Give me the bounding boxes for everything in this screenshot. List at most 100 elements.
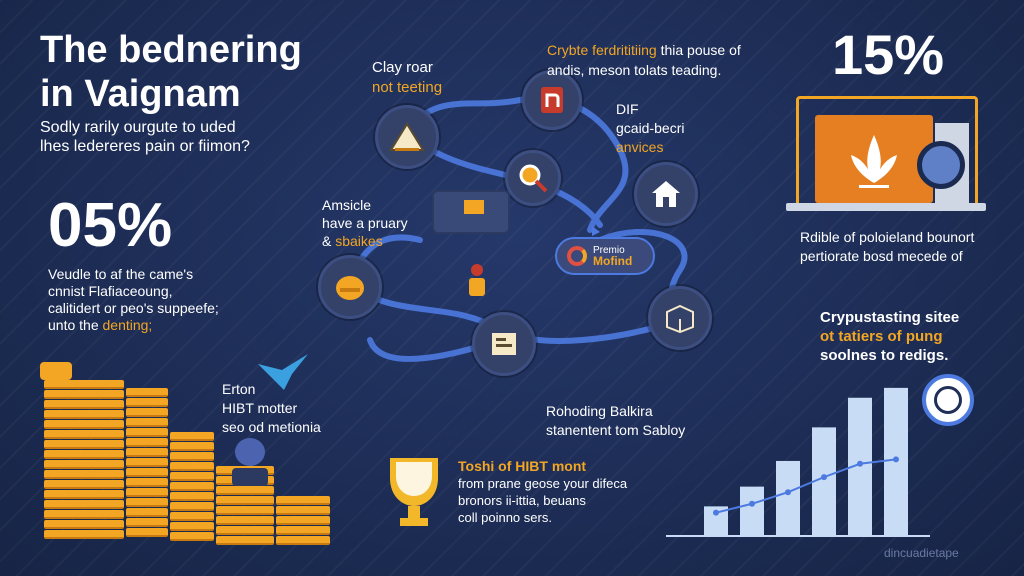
top-center-label: Crybte ferdrititiing thia pouse of andis…: [547, 40, 741, 80]
right-mid-line-1: Crypustasting sitee: [820, 309, 960, 326]
laptop-screen: [815, 115, 933, 203]
coin-layer: [44, 470, 124, 479]
coin-layer: [44, 390, 124, 399]
rohoding-line-1: Rohoding Balkira: [546, 403, 653, 419]
house-icon: [652, 181, 680, 207]
right-mid-label: Crypustasting sitee ot tatiers of pung s…: [820, 308, 959, 365]
amsicle-label: Amsicle have a pruary & sbaikes: [322, 196, 408, 250]
title-line-1: The bednering: [40, 29, 302, 71]
chart-point-5: [857, 460, 863, 467]
subtitle-line-1: Sodly rarily ourgute to uded: [40, 119, 236, 136]
coin-layer: [126, 528, 168, 537]
leaf-icon: [851, 135, 897, 188]
laptop-caption: Rdible of poloieland bounort pertiorate …: [800, 228, 974, 266]
chart-bar-3: [776, 460, 800, 536]
coin-layer: [126, 488, 168, 497]
node-warning: [375, 105, 439, 169]
chart-point-1: [713, 509, 719, 516]
bird-icon: [258, 354, 308, 390]
stat-left-description: Veudle to af the came's cnnist Flafiaceo…: [48, 266, 219, 334]
coin-layer: [126, 468, 168, 477]
trophy-line-1: Toshi of HIBT mont: [458, 458, 587, 474]
coin-layer: [276, 526, 330, 535]
coin-layer: [170, 522, 214, 531]
top-left-label: Clay roar not teeting: [372, 58, 442, 98]
coin-layer: [170, 492, 214, 501]
coin-layer: [170, 432, 214, 441]
warning-triangle-icon: [389, 122, 425, 151]
coin-layer: [170, 532, 214, 541]
chart-bar-4: [812, 427, 836, 536]
erton-line-2: HIBT motter: [222, 400, 298, 416]
chart-trend-line: [715, 458, 897, 514]
coin-layer: [44, 430, 124, 439]
trophy-line-4: coll poinno sers.: [458, 510, 552, 525]
node-app: [522, 70, 582, 130]
coin-layer: [170, 482, 214, 491]
coin-layer: [44, 480, 124, 489]
amsicle-line-3-rest: &: [322, 233, 336, 249]
coin-stack-2: [126, 388, 168, 538]
erton-label: Erton HIBT motter seo od metionia: [222, 380, 321, 437]
coin-layer: [126, 408, 168, 417]
node-document: [472, 312, 536, 376]
dif-label: DIF gcaid-becri anvices: [616, 100, 684, 157]
machine-window: [464, 200, 484, 214]
subtitle-line-2: lhes ledereres pain or fiimon?: [40, 138, 250, 155]
coin-layer: [44, 440, 124, 449]
coin-layer: [44, 520, 124, 529]
right-mid-line-3: soolnes to redigs.: [820, 347, 949, 364]
laptop-illustration: [796, 96, 978, 208]
coin-layer: [44, 400, 124, 409]
right-mid-line-2: ot tatiers of pung: [820, 328, 943, 345]
amsicle-line-3-orange: sbaikes: [335, 233, 383, 249]
robot-figure-icon: [468, 264, 486, 298]
globe-icon: [922, 374, 974, 426]
stat-left-line-4-text: unto the: [48, 317, 99, 333]
coin-layer: [126, 398, 168, 407]
coin-layer: [216, 536, 274, 545]
watermark: dincuadietape: [884, 546, 959, 560]
robot-icon: [230, 438, 270, 488]
coin-stack-1: [44, 380, 124, 540]
magnifier-icon: [519, 164, 548, 193]
coin-layer: [126, 438, 168, 447]
stat-left-value: 05%: [48, 191, 173, 260]
rohoding-label: Rohoding Balkira stanentent tom Sabloy: [546, 402, 685, 440]
coin-layer: [44, 380, 124, 389]
stat-left-line-4: unto the denting;: [48, 317, 219, 334]
arrowhead: [592, 226, 600, 236]
document-icon: [492, 333, 516, 355]
trophy-icon: [390, 458, 438, 526]
erton-line-3: seo od metionia: [222, 419, 321, 435]
magnifier-glass-icon: [917, 141, 965, 189]
stat-left-line-3: calitidert or peo's suppeefe;: [48, 300, 219, 316]
top-left-label-line-2: not teeting: [372, 79, 443, 96]
coin-layer: [216, 526, 274, 535]
chart-point-2: [749, 500, 755, 507]
coin-layer: [126, 498, 168, 507]
node-house: [634, 162, 698, 226]
chrome-like-icon: [567, 246, 587, 266]
laptop-caption-line-1: Rdible of poloieland bounort: [800, 229, 975, 245]
growth-bar-chart: [666, 387, 930, 537]
coin-layer: [44, 530, 124, 539]
coin-layer: [276, 496, 330, 505]
pill-text: Premio Mofind: [593, 245, 632, 268]
infographic-title: The bednering in Vaignam: [40, 28, 302, 116]
coin-layer: [170, 442, 214, 451]
cart-icon: [40, 362, 72, 380]
top-center-rest: thia pouse of: [660, 42, 741, 58]
coin-layer: [126, 458, 168, 467]
laptop-base: [786, 203, 986, 211]
node-coin: [318, 255, 382, 319]
coin-stack-5: [276, 496, 330, 546]
coin-layer: [44, 410, 124, 419]
coin-layer: [170, 452, 214, 461]
top-left-label-line-1: Clay roar: [372, 59, 433, 76]
coin-layer: [276, 506, 330, 515]
erton-line-1: Erton: [222, 381, 256, 397]
dif-line-3: anvices: [616, 139, 664, 155]
coin-layer: [170, 462, 214, 471]
laptop-caption-line-2: pertiorate bosd mecede of: [800, 248, 963, 264]
